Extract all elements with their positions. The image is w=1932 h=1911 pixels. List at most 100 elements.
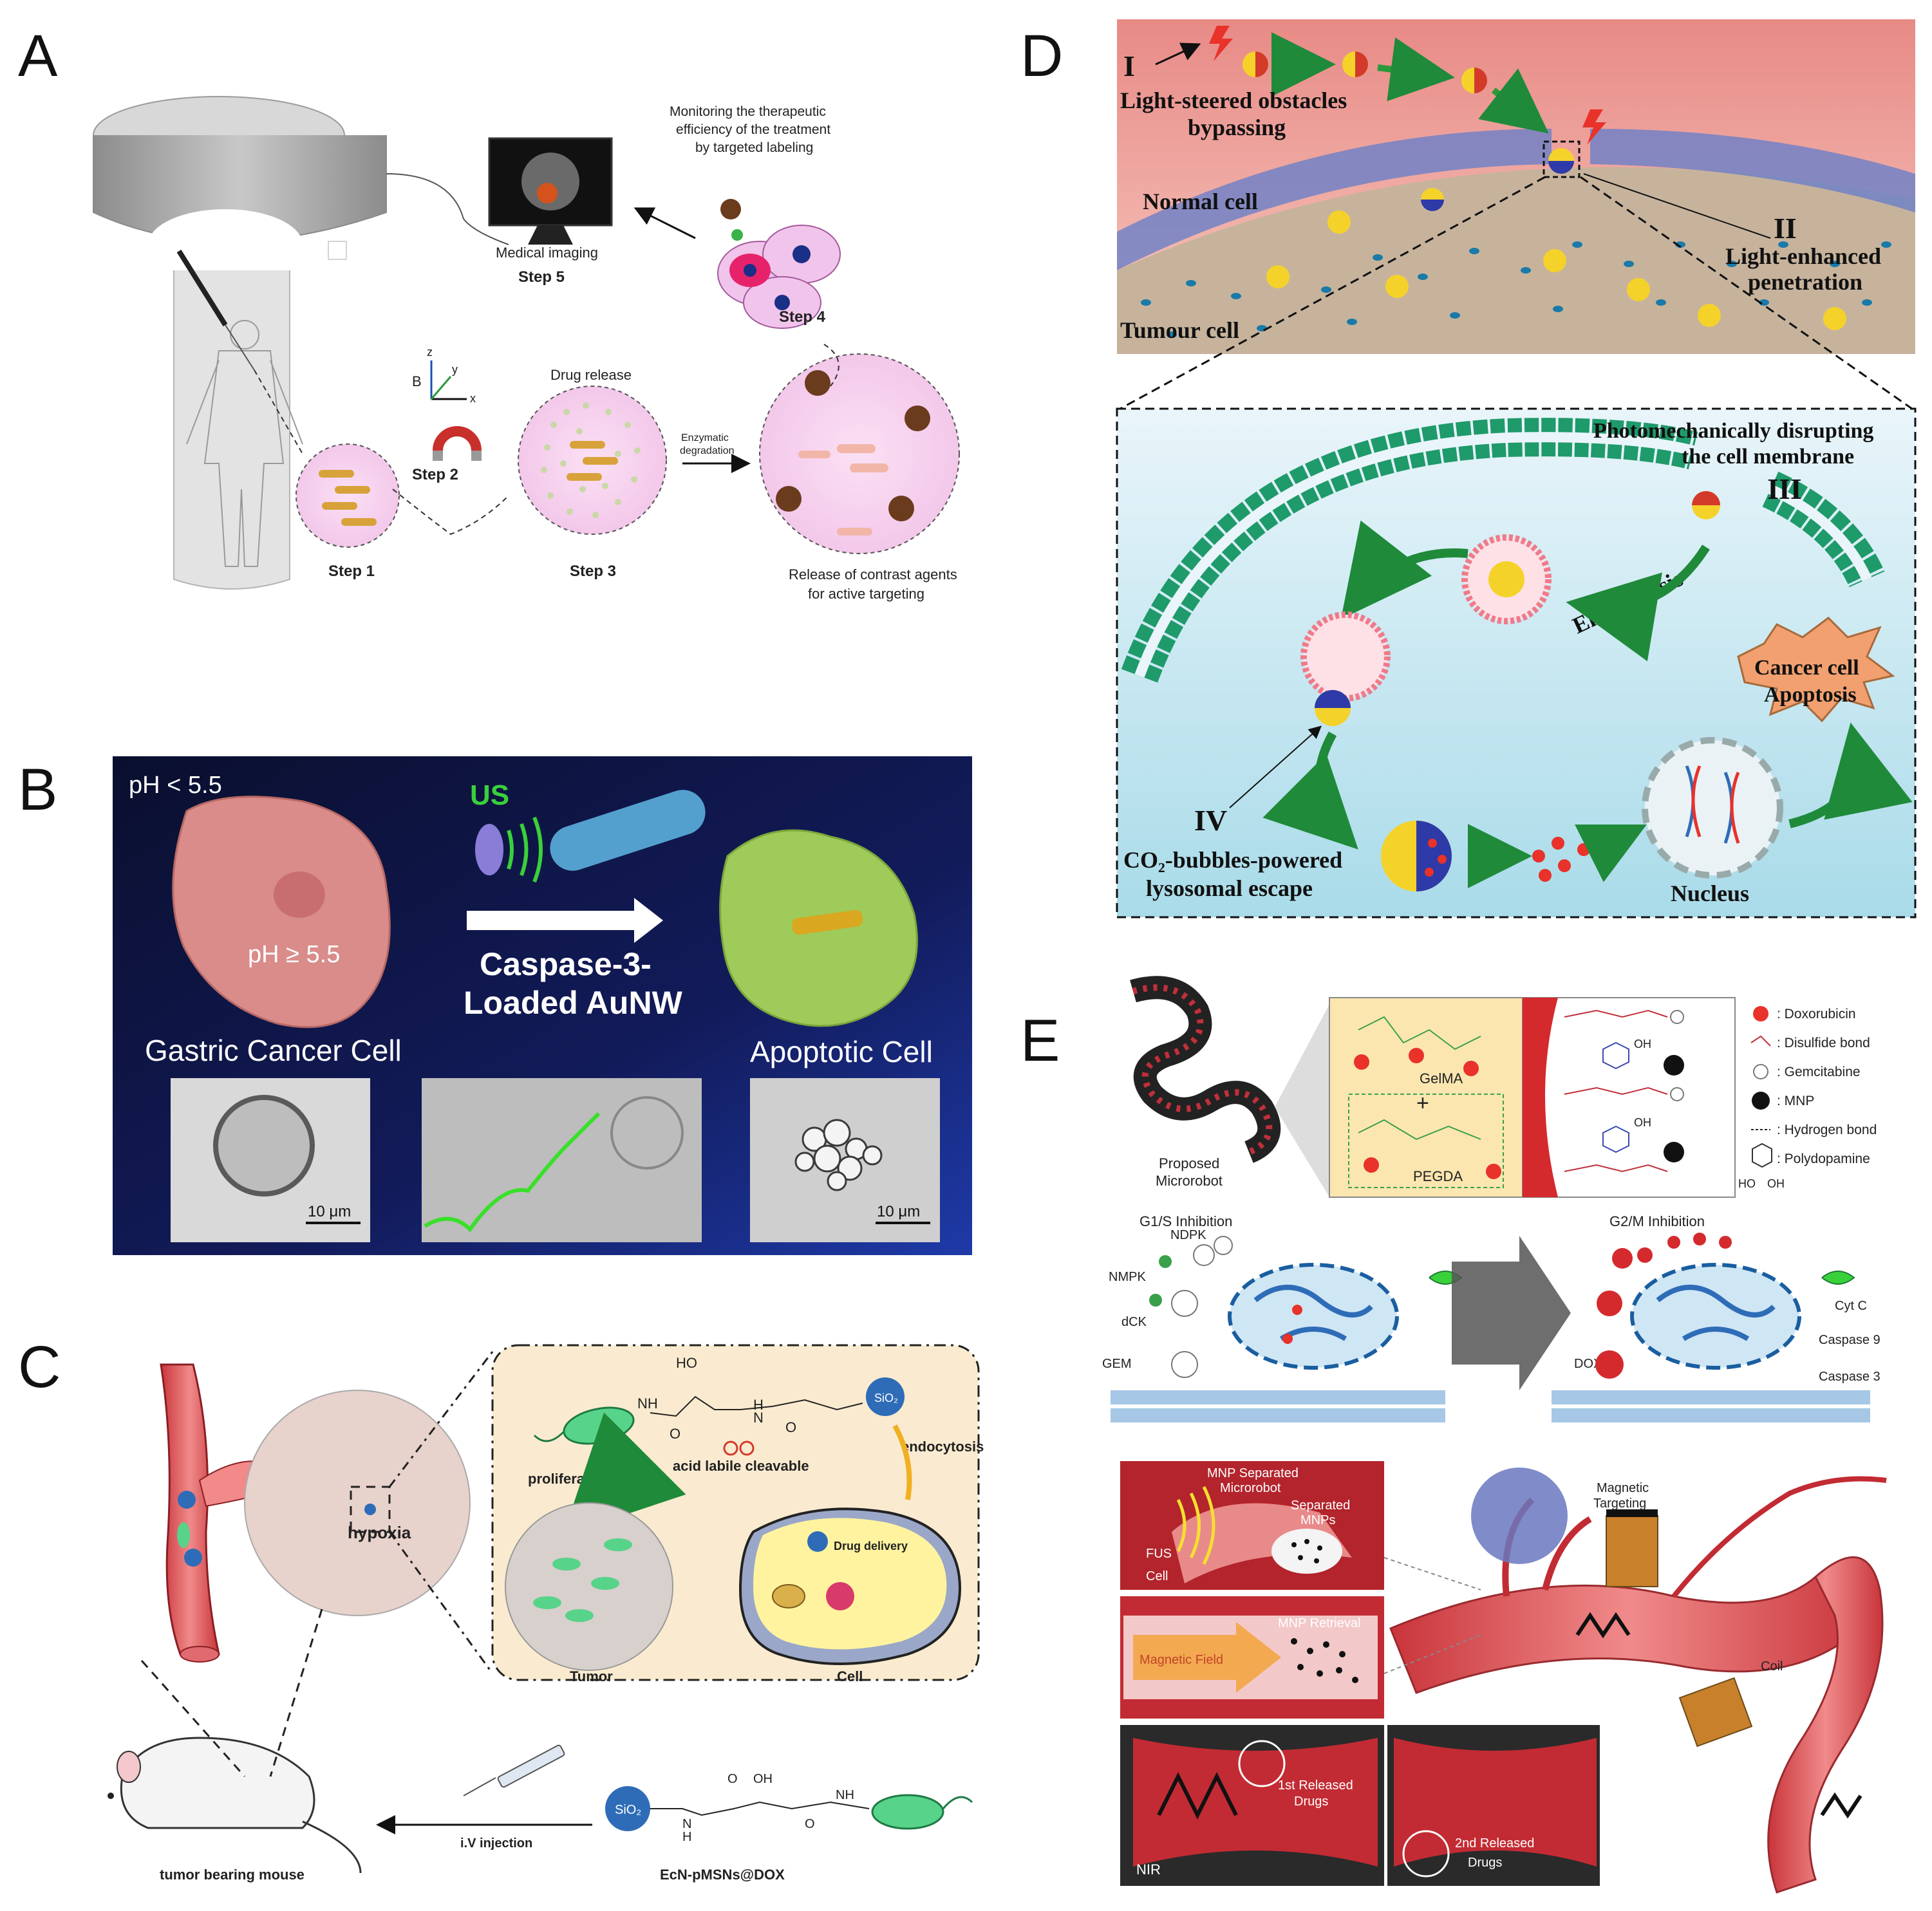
acid-label: acid labile cleavable (673, 1458, 809, 1474)
drugs2-label: Drugs (1468, 1856, 1502, 1870)
scale-label-2: 10 μm (877, 1203, 920, 1220)
cancer-line2: Apoptosis (1764, 683, 1857, 707)
nucleus-e1-icon (1228, 1263, 1399, 1370)
medical-imaging-label: Medical imaging (496, 245, 598, 261)
syringe-icon (176, 249, 255, 371)
nucleus-e2-icon (1630, 1263, 1801, 1370)
panel-b: B pH < 5.5 pH ≥ 5.5 Gastric Cancer Cell … (18, 756, 972, 1255)
janus-particles (1243, 51, 1846, 330)
panel-d-letter: D (1020, 23, 1063, 89)
oh-label-e2: OH (1634, 1116, 1651, 1129)
big-vessel-icon (1389, 1476, 1887, 1894)
released1-label: 1st Released (1278, 1778, 1353, 1793)
ph-outer-label: pH < 5.5 (129, 772, 222, 799)
nucleus-label: Nucleus (1671, 881, 1749, 906)
light-enhanced-label: Light-enhanced (1725, 243, 1881, 269)
scale-label-1: 10 μm (308, 1203, 351, 1220)
magnet-icon (433, 426, 482, 461)
nanowire-icon (792, 909, 863, 935)
legend-symbol-mnp (1752, 1092, 1770, 1110)
mitochondria-icon-2 (1821, 1271, 1855, 1285)
o-label-4: O (805, 1817, 815, 1831)
co2-line2: lysosomal escape (1146, 875, 1313, 901)
tumour-nuclei (1141, 241, 1891, 338)
panel-d: D (1020, 19, 1917, 918)
axis-b-label: B (412, 373, 422, 389)
tumour-cell-label: Tumour cell (1120, 317, 1239, 343)
nucleus-d-icon (1642, 737, 1783, 879)
release-line1: Release of contrast agents (789, 566, 957, 583)
legend-symbol-catechol (1752, 1142, 1772, 1168)
legend-symbol-gem (1753, 1064, 1768, 1079)
dox-label: DOX (1574, 1357, 1602, 1371)
mnp-retrieval-label: MNP Retrieval (1278, 1616, 1361, 1630)
ph-inner-label: pH ≥ 5.5 (248, 941, 340, 968)
caspase-line2: Loaded AuNW (464, 985, 683, 1021)
big-gray-arrow (1452, 1236, 1571, 1390)
microrobot2-label: Microrobot (1220, 1481, 1281, 1495)
proliferation-label: proliferation (528, 1471, 610, 1487)
pda-box (1522, 997, 1736, 1198)
lysosome-icon (1300, 611, 1391, 702)
proposed-label: Proposed (1159, 1155, 1219, 1171)
scissors-icon (723, 1440, 755, 1456)
step2-label: Step 2 (412, 466, 458, 483)
roman-4: IV (1194, 804, 1227, 837)
monitoring-line1: Monitoring the therapeutic (670, 104, 826, 119)
product-label: EcN-pMSNs@DOX (660, 1867, 785, 1883)
apoptotic-label: Apoptotic Cell (750, 1035, 933, 1068)
photomech-line1: Photomechanically disrupting (1593, 419, 1873, 443)
cell-cluster (717, 199, 841, 329)
legend-symbol-dox (1753, 1006, 1768, 1021)
oh-label-legend: OH (1767, 1177, 1785, 1190)
enzymatic-label: Enzymatic (681, 433, 729, 443)
panel-c: C hypoxia NH HO O O H N SiO₂ acid l (18, 1334, 984, 1883)
panel-e-letter: E (1020, 1008, 1060, 1074)
cell-membrane-icon (1121, 418, 1885, 683)
drugs1-label: Drugs (1294, 1794, 1328, 1809)
ultrasound-probe-icon (475, 790, 706, 883)
us-label: US (470, 779, 509, 811)
o-label-1: O (670, 1426, 680, 1442)
monitor-icon (488, 137, 613, 245)
apoptosis-burst-icon (1737, 617, 1895, 723)
legend-symbol-disulfide (1750, 1035, 1771, 1047)
mnps-label: MNPs (1300, 1513, 1335, 1527)
mouse-icon (108, 1737, 362, 1874)
targeting-label: Targeting (1593, 1496, 1646, 1511)
light-steered-label: Light-steered obstacles (1120, 88, 1347, 113)
axis-y-label: y (452, 363, 458, 376)
bacterium-2-icon (871, 1794, 973, 1830)
legend: : Doxorubicin : Disulfide bond : Gemcita… (1738, 1006, 1877, 1190)
magnetic-field-label: Magnetic Field (1140, 1653, 1223, 1667)
step3-circle (518, 386, 667, 535)
cell-label-c: Cell (837, 1668, 863, 1684)
microrobot-label: Microrobot (1156, 1173, 1223, 1189)
degradation-label: degradation (680, 445, 735, 456)
gelma-label: GelMA (1420, 1070, 1463, 1086)
tumor-tissue-icon (244, 1390, 471, 1616)
step1-label: Step 1 (328, 563, 375, 580)
g1s-label: G1/S Inhibition (1140, 1213, 1232, 1229)
sio2-label: SiO₂ (874, 1392, 898, 1404)
step4-circle (759, 353, 960, 554)
axis-x-label: x (470, 392, 476, 405)
dox-spheres-e (1595, 1233, 1732, 1379)
roman-2: II (1774, 212, 1797, 245)
sio2-sphere-2-icon (605, 1786, 650, 1831)
roman-3: III (1767, 472, 1802, 505)
sio2-sphere-icon (866, 1377, 905, 1416)
cell-label-e: Cell (1146, 1569, 1168, 1583)
green-arrows (1271, 32, 1549, 134)
h-label-2: H (682, 1830, 691, 1844)
step1-circle (295, 443, 400, 548)
iv-label: i.V injection (460, 1836, 532, 1850)
panel-e: E Proposed Microrobot GelMA + PEGDA (1020, 976, 1887, 1894)
pegda-label: PEGDA (1413, 1168, 1463, 1184)
release-line2: for active targeting (808, 586, 924, 602)
sio2-label-2: SiO₂ (615, 1803, 641, 1817)
human-body-icon (186, 320, 303, 567)
dna-icon (1685, 765, 1740, 844)
nh-label-2: NH (836, 1788, 854, 1802)
